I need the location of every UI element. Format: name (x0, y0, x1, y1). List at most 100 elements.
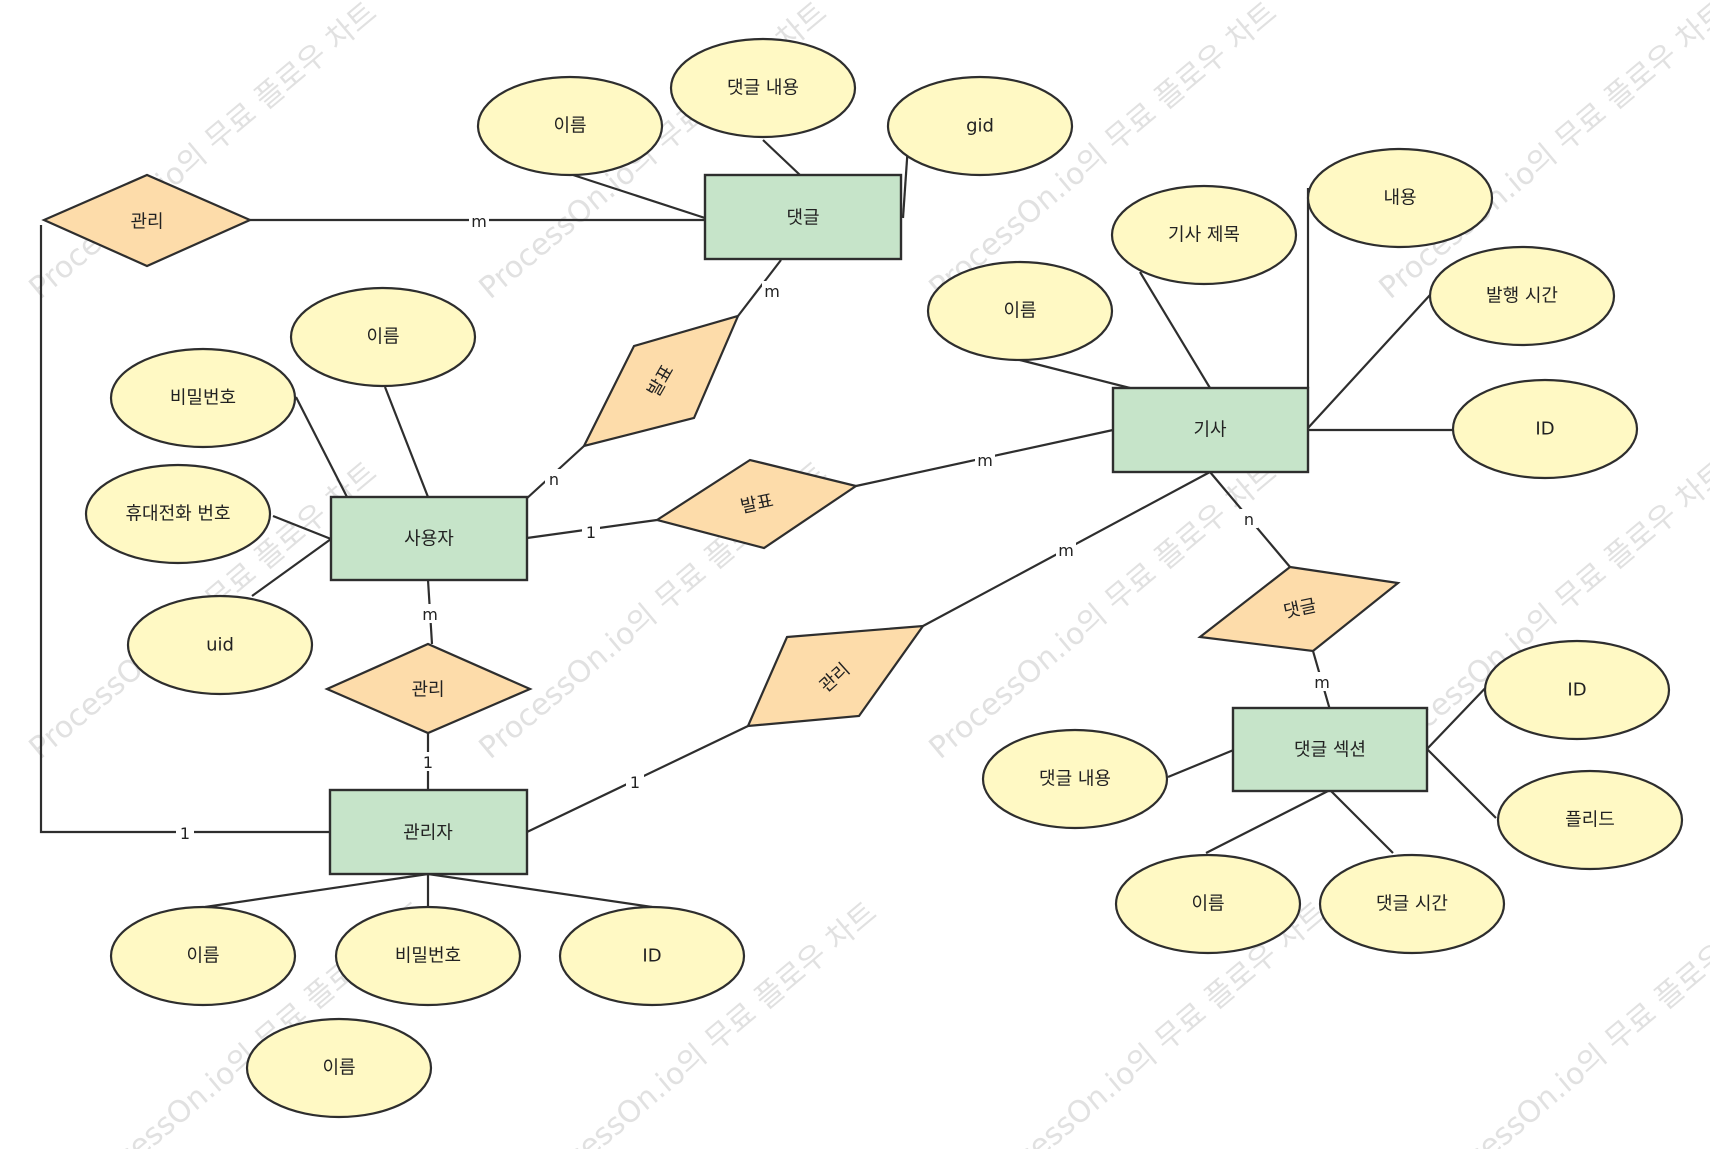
connector-line (1167, 747, 1237, 779)
cardinality-label: m (469, 211, 489, 231)
connector-line (295, 396, 348, 498)
cardinality-labels: m 1 m n 1 m m 1 m 1 n m (176, 211, 1332, 843)
connector-line (272, 514, 332, 541)
attribute-label: 발행 시간 (1486, 286, 1558, 307)
relationship-manage-article[interactable]: 관리 (746, 624, 926, 728)
cardinality-text: 1 (423, 753, 433, 772)
attribute-label: 이름 (1003, 301, 1036, 322)
relationship-publish-article[interactable]: 발표 (654, 458, 859, 550)
cardinality-label: m (1312, 672, 1332, 692)
cardinality-label: m (420, 604, 440, 624)
relationships: 관리 발표 발표 관리 관리 댓글 (41, 173, 1401, 735)
cardinality-text: n (549, 470, 559, 489)
attribute-label: 이름 (1191, 894, 1224, 915)
attribute-label: 기사 제목 (1168, 225, 1240, 246)
relationship-publish-comment[interactable]: 발표 (581, 314, 740, 448)
attribute-admin-name[interactable]: 이름 (109, 905, 297, 1007)
attribute-label: ID (1535, 419, 1554, 440)
connector-line (762, 139, 801, 176)
cardinality-text: n (1244, 510, 1254, 529)
attribute-label: gid (966, 116, 994, 137)
entity-label: 댓글 (786, 208, 819, 229)
attribute-label: 댓글 내용 (727, 78, 799, 99)
attribute-comment-name[interactable]: 이름 (476, 75, 664, 177)
cardinality-text: m (1058, 541, 1074, 560)
cardinality-text: m (764, 282, 780, 301)
connector-line (737, 259, 782, 317)
attribute-admin-password[interactable]: 비밀번호 (334, 905, 522, 1007)
attribute-article-content[interactable]: 내용 (1306, 147, 1494, 249)
relationship-label: 관리 (130, 212, 163, 233)
attribute-label: ID (642, 946, 661, 967)
cardinality-text: 1 (586, 523, 596, 542)
connector-line (427, 872, 653, 909)
attribute-label: 비밀번호 (395, 946, 461, 967)
entity-user[interactable]: 사용자 (329, 495, 529, 582)
entity-label: 댓글 섹션 (1294, 740, 1366, 761)
attribute-label: 이름 (553, 116, 586, 137)
cardinality-text: m (977, 451, 993, 470)
cardinality-text: m (422, 605, 438, 624)
attribute-label: ID (1567, 680, 1586, 701)
cardinality-text: m (471, 212, 487, 231)
attributes: 이름 댓글 내용 gid 이름 비밀번호 휴대전화 번호 uid 이름 비밀번호… (84, 37, 1684, 1119)
entity-label: 관리자 (403, 823, 453, 844)
entity-admin[interactable]: 관리자 (328, 788, 529, 876)
connector-line (1205, 789, 1331, 854)
attribute-article-name[interactable]: 이름 (926, 260, 1114, 362)
connector-line (1139, 271, 1211, 389)
attribute-section-time[interactable]: 댓글 시간 (1318, 853, 1506, 955)
attribute-user-uid[interactable]: uid (126, 594, 314, 696)
entity-label: 기사 (1193, 420, 1227, 441)
attribute-user-password[interactable]: 비밀번호 (109, 347, 297, 449)
entity-label: 사용자 (404, 529, 454, 550)
attribute-comment-gid[interactable]: gid (886, 75, 1074, 177)
entities: 댓글 사용자 관리자 기사 댓글 섹션 (328, 173, 1429, 876)
attribute-label: 이름 (322, 1058, 355, 1079)
attribute-label: 플리드 (1565, 810, 1615, 831)
attribute-article-time[interactable]: 발행 시간 (1428, 245, 1616, 347)
attribute-user-phone[interactable]: 휴대전화 번호 (84, 463, 272, 565)
attribute-label: 비밀번호 (170, 388, 236, 409)
attribute-label: 댓글 내용 (1039, 769, 1111, 790)
attribute-article-id[interactable]: ID (1451, 378, 1639, 480)
attribute-comment-content[interactable]: 댓글 내용 (669, 37, 857, 139)
attribute-section-content[interactable]: 댓글 내용 (981, 728, 1169, 830)
entity-article[interactable]: 기사 (1111, 386, 1310, 474)
attribute-section-field[interactable]: 플리드 (1496, 769, 1684, 871)
connector-line (251, 538, 332, 597)
attribute-label: 이름 (366, 327, 399, 348)
attribute-label: 휴대전화 번호 (125, 504, 230, 525)
attribute-section-name[interactable]: 이름 (1114, 853, 1302, 955)
cardinality-text: 1 (180, 824, 190, 843)
connector-line (39, 225, 330, 834)
attribute-label: 내용 (1383, 188, 1416, 209)
attribute-article-title[interactable]: 기사 제목 (1110, 184, 1298, 286)
cardinality-label: m (1056, 540, 1076, 560)
cardinality-label: 1 (419, 752, 437, 772)
relationship-manage-comment[interactable]: 관리 (41, 173, 253, 268)
relationship-manage-user[interactable]: 관리 (324, 642, 533, 735)
attribute-admin-name2[interactable]: 이름 (245, 1017, 433, 1119)
entity-comment[interactable]: 댓글 (703, 173, 903, 261)
watermark-text: ProcessOn.io의 무료 플로우 차트 (923, 455, 1284, 766)
connector-line (1307, 294, 1431, 429)
connector-line (1426, 679, 1494, 750)
connector-line (1426, 748, 1497, 819)
attribute-label: 댓글 시간 (1376, 894, 1448, 915)
entity-comment-section[interactable]: 댓글 섹션 (1231, 706, 1429, 793)
attribute-section-id[interactable]: ID (1483, 639, 1671, 741)
cardinality-label: m (762, 281, 782, 301)
attribute-user-name[interactable]: 이름 (289, 286, 477, 388)
cardinality-label: 1 (582, 522, 600, 542)
cardinality-label: 1 (626, 772, 644, 792)
connector-line (204, 872, 429, 909)
cardinality-text: m (1314, 673, 1330, 692)
attribute-admin-id[interactable]: ID (558, 905, 746, 1007)
cardinality-label: n (545, 469, 563, 489)
cardinality-label: m (975, 450, 995, 470)
relationship-article-comment[interactable]: 댓글 (1197, 565, 1401, 653)
connector-line (569, 172, 706, 220)
watermark-text: ProcessOn.io의 무료 플로우 차트 (23, 0, 384, 306)
